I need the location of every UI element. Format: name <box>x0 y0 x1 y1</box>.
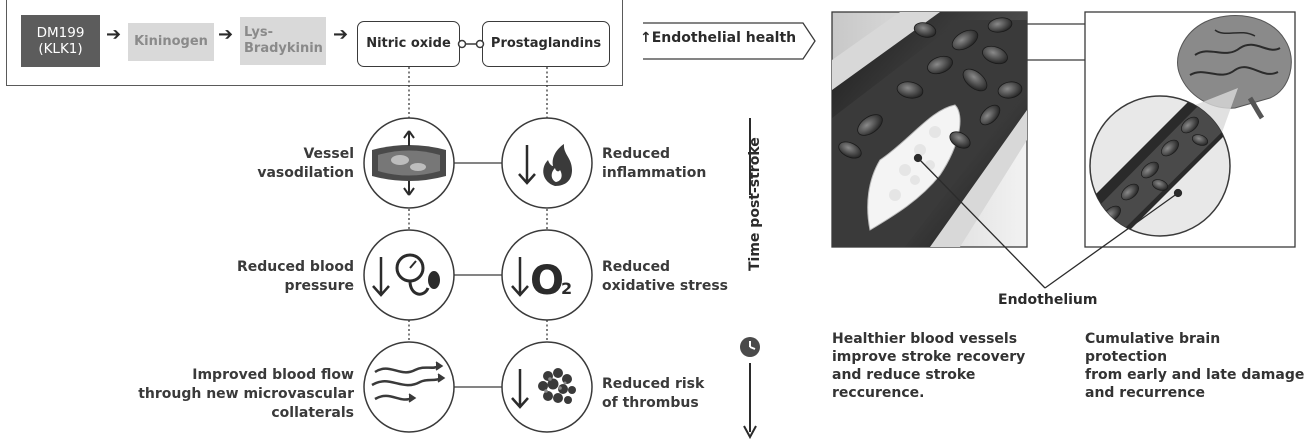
arrow-right-icon: ➔ <box>218 24 234 45</box>
o2-symbol: O <box>530 258 564 304</box>
reduced-inflammation-label: Reduced inflammation <box>602 146 707 181</box>
reduced-oxidative-stress-label: Reduced oxidative stress <box>602 259 728 294</box>
arrow-right-icon: ➔ <box>106 24 122 45</box>
reduced-inflammation-icon <box>518 144 572 186</box>
reduced-o2-icon: O 2 <box>511 257 572 304</box>
time-axis <box>740 118 760 440</box>
endothelial-health-banner <box>643 22 816 60</box>
vessels-caption: Healthier blood vessels improve stroke r… <box>832 331 1026 401</box>
dm199-label: DM199 (KLK1) <box>36 25 85 57</box>
blood-pressure-icon-circle <box>363 229 455 321</box>
endothelial-health-label: ↑Endothelial health <box>640 30 797 46</box>
kininogen-node: Kininogen <box>128 23 214 61</box>
dotted-connectors <box>408 67 548 342</box>
circle-links <box>454 162 502 388</box>
lys-bradykinin-node: Lys- Bradykinin <box>240 17 326 65</box>
vessel-dilation-icon <box>372 130 446 196</box>
endothelium-pointers <box>913 153 1183 289</box>
improved-blood-flow-label: Improved blood flow through new microvas… <box>138 367 354 421</box>
reduced-blood-pressure-icon <box>372 253 440 297</box>
lys-bradykinin-label: Lys- Bradykinin <box>244 25 323 56</box>
vessel-illustration <box>831 11 1028 248</box>
time-axis-label: Time post-stroke <box>747 137 763 271</box>
o2-subscript: 2 <box>561 279 572 298</box>
brain-caption: Cumulative brain protection from early a… <box>1085 331 1305 401</box>
endothelium-label: Endothelium <box>998 292 1098 308</box>
prostaglandins-node: Prostaglandins <box>482 21 610 67</box>
arrow-right-icon: ➔ <box>333 24 349 45</box>
kininogen-label: Kininogen <box>134 34 208 49</box>
dm199-node: DM199 (KLK1) <box>21 15 100 67</box>
reduced-thrombus-icon <box>511 368 576 409</box>
nitric-oxide-node: Nitric oxide <box>357 21 460 67</box>
improved-blood-flow-icon <box>371 361 446 403</box>
vessel-vasodilation-label: Vessel vasodilation <box>257 146 354 181</box>
blood-flow-icon-circle <box>363 341 455 433</box>
brain-vessel-illustration <box>1084 11 1296 248</box>
reduced-blood-pressure-label: Reduced blood pressure <box>236 259 354 294</box>
no-pg-connector <box>457 39 485 49</box>
oxidative-stress-icon-circle <box>501 229 593 321</box>
prostaglandins-label: Prostaglandins <box>490 36 602 51</box>
reduced-thrombus-label: Reduced risk of thrombus <box>602 376 705 411</box>
nitric-oxide-label: Nitric oxide <box>366 36 451 51</box>
